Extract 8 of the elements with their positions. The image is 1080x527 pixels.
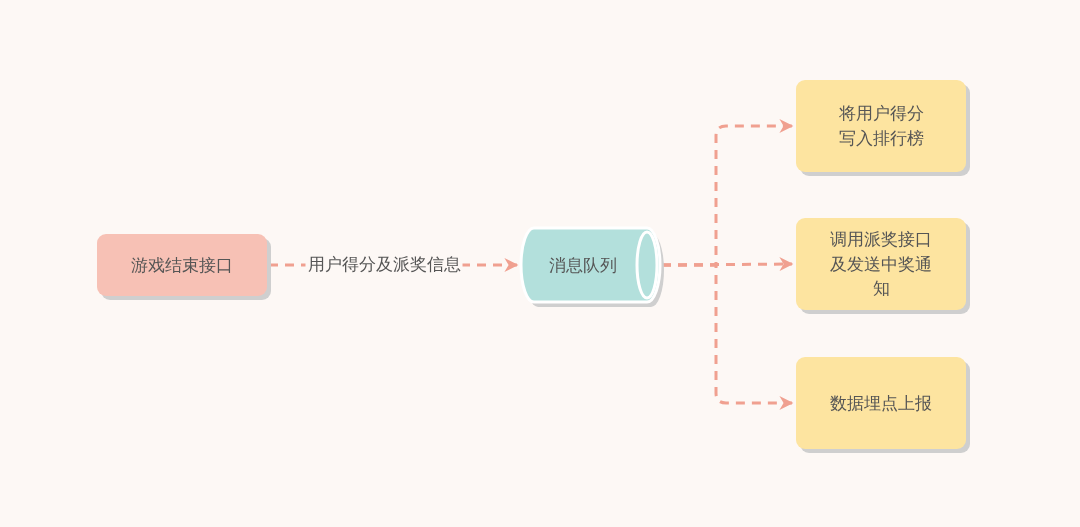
edge-label: 用户得分及派奖信息 — [305, 253, 463, 276]
node-text: 数据埋点上报 — [830, 391, 932, 415]
node-text: 消息队列 — [548, 253, 618, 277]
dashed-arrow — [662, 263, 794, 410]
node-text: 调用派奖接口及发送中奖通知 — [829, 228, 933, 301]
dashed-arrow — [662, 257, 794, 272]
node-text: 将用户得分写入排行榜 — [837, 102, 925, 150]
node-text: 游戏结束接口 — [131, 253, 233, 277]
